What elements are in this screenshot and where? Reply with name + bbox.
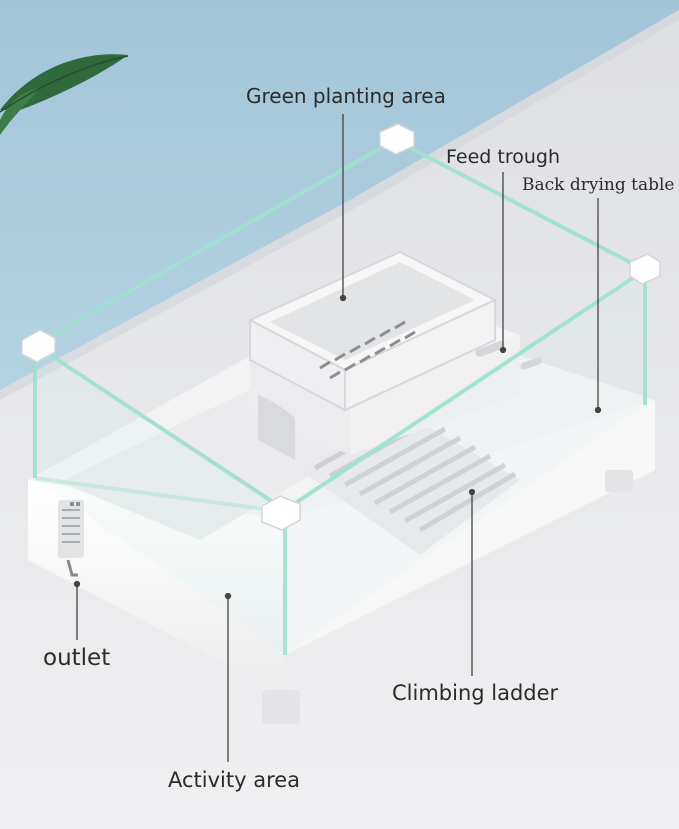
- label-outlet: outlet: [43, 645, 111, 671]
- label-feed-trough: Feed trough: [446, 146, 560, 168]
- glass-right-tint: [285, 270, 645, 655]
- label-green-planting-area: Green planting area: [246, 84, 446, 108]
- feed-trough-slot-2: [520, 357, 542, 370]
- feed-trough-slot: [475, 340, 505, 358]
- wall-baseboard-shadow: [0, 10, 679, 400]
- hide-opening: [258, 395, 295, 460]
- planting-basket: [247, 250, 498, 412]
- outlet-vent: [58, 500, 84, 577]
- label-back-drying-table: Back drying table: [522, 175, 675, 195]
- label-activity-area: Activity area: [168, 768, 301, 792]
- leader-lines: [73, 114, 602, 762]
- wall-surface: [0, 0, 679, 390]
- glass-front-tint: [35, 345, 285, 655]
- glass-corner-clips: [21, 123, 661, 531]
- leaf-decoration: [0, 54, 129, 135]
- label-climbing-ladder: Climbing ladder: [392, 681, 559, 705]
